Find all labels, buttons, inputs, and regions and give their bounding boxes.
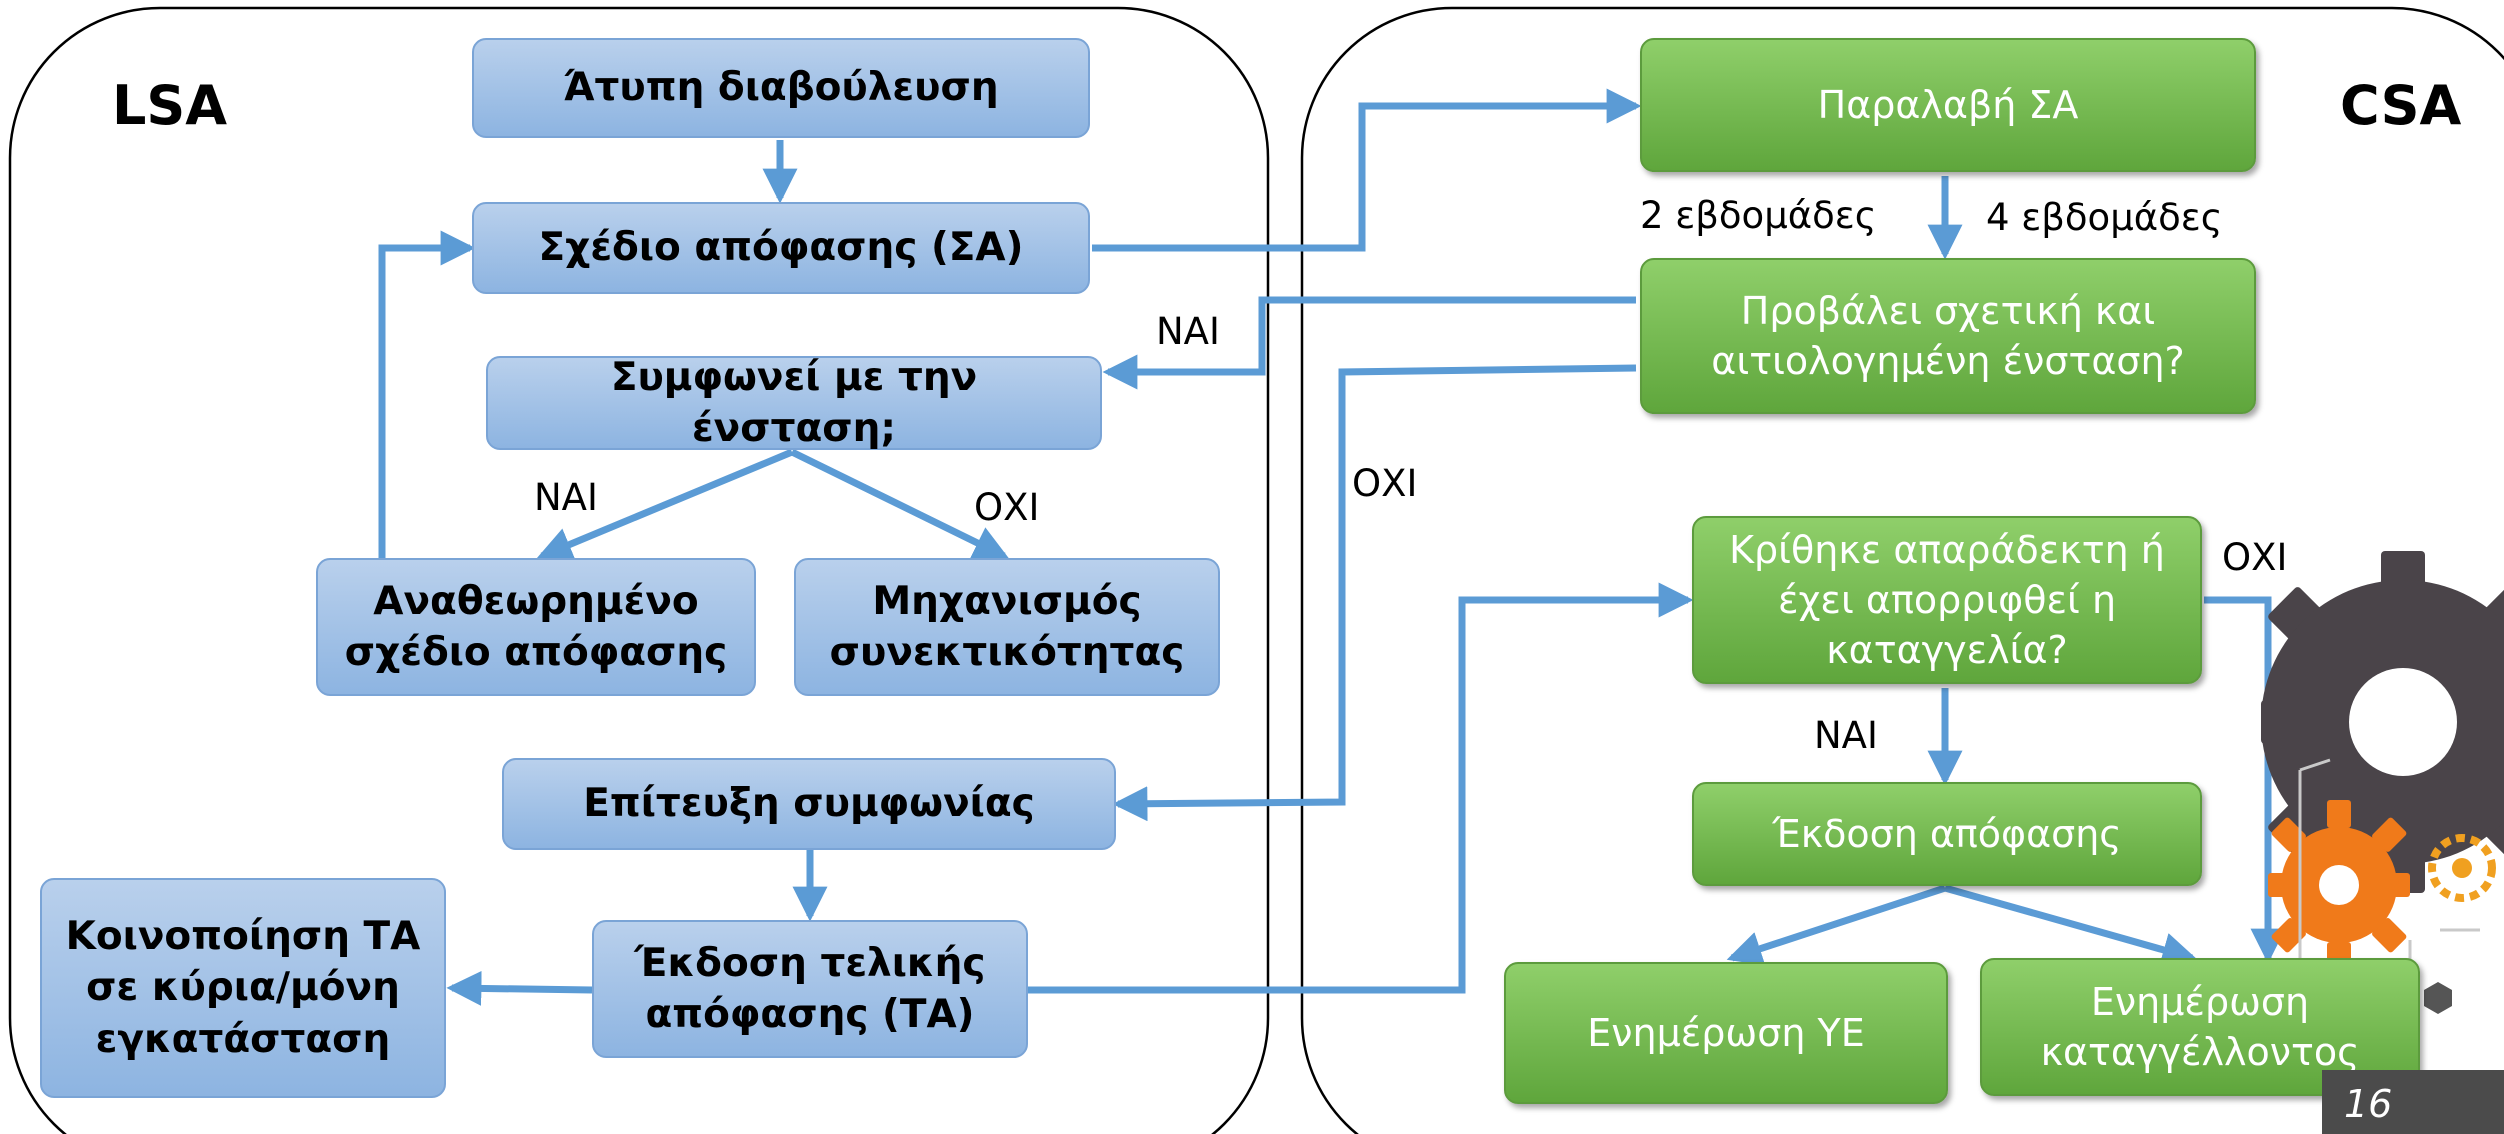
box-notify-line-2: σε κύρια/μόνη: [86, 965, 400, 1011]
box-issue-decision: Έκδοση απόφασης: [1692, 782, 2202, 886]
box-reaching-agreement: Επίτευξη συμφωνίας: [502, 758, 1116, 850]
box-inform-complainant-line-1: Ενημέρωση: [2090, 979, 2310, 1024]
label-yes-complaint: ΝΑΙ: [1814, 714, 1878, 757]
box-raises-objection-line-1: Προβάλει σχετική και: [1740, 288, 2156, 333]
arrow-objection-no-to-agreement: [1112, 364, 1637, 822]
csa-region-outline: [1300, 6, 2504, 1134]
box-revised-draft-line-2: σχέδιο απόφασης: [344, 630, 728, 675]
box-final-decision-line-2: απόφασης (ΤΑ): [645, 992, 975, 1037]
label-four-weeks: 4 εβδομάδες: [1986, 196, 2223, 239]
box-agree-with-objection-label: Συμφωνεί με την ένσταση;: [610, 354, 978, 451]
arrow-complaint-no-to-inform-comp: [2204, 596, 2286, 964]
box-revised-draft-line-1: Αναθεωρημένο: [373, 578, 699, 624]
arrow-agree-no-to-mechanism: [790, 448, 1010, 560]
box-notify-line-3: εγκατάσταση: [95, 1016, 391, 1062]
box-notify-main-establishment: Κοινοποίηση ΤΑ σε κύρια/μόνη εγκατάσταση: [40, 878, 446, 1098]
arrow-revised-to-draft: [378, 230, 476, 558]
label-two-weeks: 2 εβδομάδες: [1640, 194, 1877, 237]
box-draft-decision: Σχέδιο απόφασης (ΣΑ): [472, 202, 1090, 294]
label-yes-objection: ΝΑΙ: [1156, 310, 1220, 353]
box-agree-with-objection: Συμφωνεί με την ένσταση;: [486, 355, 1102, 451]
box-draft-decision-label: Σχέδιο απόφασης (ΣΑ): [538, 225, 1024, 271]
box-notify-line-1: Κοινοποίηση ΤΑ: [65, 913, 421, 959]
label-no-complaint: ΟΧΙ: [2222, 536, 2288, 579]
box-raises-objection-line-2: αιτιολογημένη ένσταση?: [1711, 339, 2185, 383]
box-revised-draft: Αναθεωρημένο σχέδιο απόφασης: [316, 558, 756, 696]
box-receive-draft-label: Παραλαβή ΣΑ: [1817, 82, 2079, 127]
box-consistency-mechanism: Μηχανισμός συνεκτικότητας: [794, 558, 1220, 696]
arrow-agree-yes-to-revised: [536, 448, 794, 561]
csa-title: CSA: [2340, 74, 2462, 137]
box-complaint-rejected-line-3: καταγγελία?: [1826, 628, 2068, 673]
arrow-objection-yes-to-agree: [1102, 296, 1636, 390]
slide-number: 16: [2322, 1070, 2504, 1134]
box-consistency-mechanism-line-2: συνεκτικότητας: [829, 630, 1185, 675]
arrow-draft-to-receive: [1092, 88, 1642, 252]
arrow-decision-to-inform-sa: [1726, 884, 1947, 966]
lsa-title: LSA: [112, 74, 228, 137]
arrow-decision-to-inform-comp: [1944, 884, 2198, 967]
gear-decoration-icon: [2261, 551, 2504, 1014]
box-receive-draft: Παραλαβή ΣΑ: [1640, 38, 2256, 172]
box-issue-decision-label: Έκδοση απόφασης: [1772, 811, 2122, 856]
box-raises-objection: Προβάλει σχετική και αιτιολογημένη ένστα…: [1640, 258, 2256, 414]
box-inform-complainant-line-2: καταγγέλλοντος: [2040, 1030, 2360, 1074]
box-final-decision-line-1: Έκδοση τελικής: [634, 940, 986, 986]
box-complaint-rejected-line-1: Κρίθηκε απαράδεκτη ή: [1729, 527, 2165, 572]
box-informal-consultation: Άτυπη διαβούλευση: [472, 38, 1090, 138]
box-complaint-rejected: Κρίθηκε απαράδεκτη ή έχει απορριφθεί η κ…: [1692, 516, 2202, 684]
box-informal-consultation-label: Άτυπη διαβούλευση: [563, 65, 999, 111]
box-final-decision: Έκδοση τελικής απόφασης (ΤΑ): [592, 920, 1028, 1058]
arrow-final-to-complaint: [1028, 582, 1694, 994]
arrow-final-to-notify: [446, 970, 593, 1006]
label-yes-agree: ΝΑΙ: [534, 476, 598, 519]
lsa-region-outline: [8, 6, 1270, 1134]
box-complaint-rejected-line-2: έχει απορριφθεί η: [1777, 577, 2117, 622]
label-no-objection: ΟΧΙ: [1352, 462, 1418, 505]
box-inform-sa: Ενημέρωση ΥΕ: [1504, 962, 1948, 1104]
box-inform-sa-label: Ενημέρωση ΥΕ: [1587, 1010, 1865, 1055]
box-reaching-agreement-label: Επίτευξη συμφωνίας: [583, 781, 1035, 827]
label-no-agree: ΟΧΙ: [974, 486, 1040, 529]
box-consistency-mechanism-line-1: Μηχανισμός: [872, 578, 1142, 624]
